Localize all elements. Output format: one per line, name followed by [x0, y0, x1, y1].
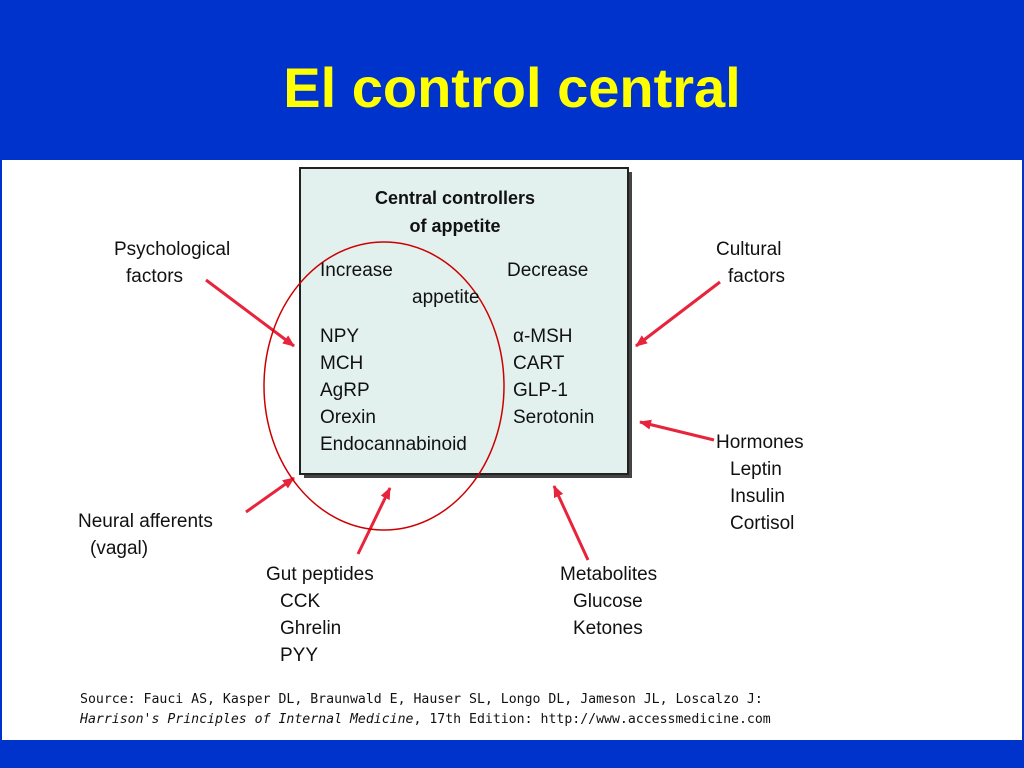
metabolites-item: Glucose: [573, 591, 643, 612]
book-title: Harrison's Principles of Internal Medici…: [80, 712, 414, 727]
increase-item: AgRP: [320, 380, 370, 401]
metabolites-label: Metabolites: [560, 564, 658, 585]
increase-item: MCH: [320, 353, 364, 374]
gut-item: Ghrelin: [280, 618, 342, 639]
increase-item: NPY: [320, 326, 360, 347]
decrease-item: α-MSH: [513, 326, 573, 347]
highlight-circle: [263, 241, 505, 531]
psychological-label: Psychological: [114, 239, 231, 260]
slide-footer-bar: [0, 740, 1024, 768]
increase-item: Endocannabinoid: [320, 434, 467, 455]
arrow-metabolites: [552, 485, 590, 561]
gut-item: CCK: [280, 591, 321, 612]
arrow-psychological: [205, 278, 295, 348]
hormones-item: Leptin: [730, 459, 782, 480]
cultural-label: factors: [728, 266, 786, 287]
hormones-item: Insulin: [730, 486, 785, 507]
gut-item: PYY: [280, 645, 319, 666]
arrow-neural: [245, 476, 295, 514]
hormones-label: Hormones: [716, 432, 804, 453]
psychological-label: factors: [126, 266, 184, 287]
box-title-line1: Central controllers: [374, 188, 536, 208]
source-citation-line1: Source: Fauci AS, Kasper DL, Braunwald E…: [80, 692, 763, 707]
gut-label: Gut peptides: [266, 564, 374, 585]
increase-label: Increase: [320, 260, 393, 281]
controller-box: [299, 167, 629, 475]
appetite-label: appetite: [412, 287, 480, 308]
metabolites-item: Ketones: [573, 618, 643, 639]
neural-label: (vagal): [90, 538, 149, 559]
diagram-graphics: [205, 167, 721, 561]
arrow-cultural: [635, 280, 721, 348]
decrease-item: CART: [513, 353, 565, 374]
slide-title: El control central: [283, 56, 741, 119]
decrease-label: Decrease: [507, 260, 589, 281]
box-title-line2: of appetite: [409, 216, 501, 236]
decrease-item: Serotonin: [513, 407, 595, 428]
hormones-item: Cortisol: [730, 513, 795, 534]
neural-label: Neural afferents: [78, 511, 213, 532]
cultural-label: Cultural: [716, 239, 782, 260]
arrow-hormones: [639, 419, 715, 442]
source-edition-url: , 17th Edition: http://www.accessmedicin…: [413, 712, 771, 727]
slide-header: El control central: [0, 0, 1024, 160]
decrease-item: GLP-1: [513, 380, 568, 401]
source-citation-line2: Harrison's Principles of Internal Medici…: [80, 710, 771, 730]
slide-content: Central controllers of appetite Increase…: [2, 160, 1022, 740]
arrow-gut: [356, 487, 392, 555]
increase-item: Orexin: [320, 407, 376, 428]
